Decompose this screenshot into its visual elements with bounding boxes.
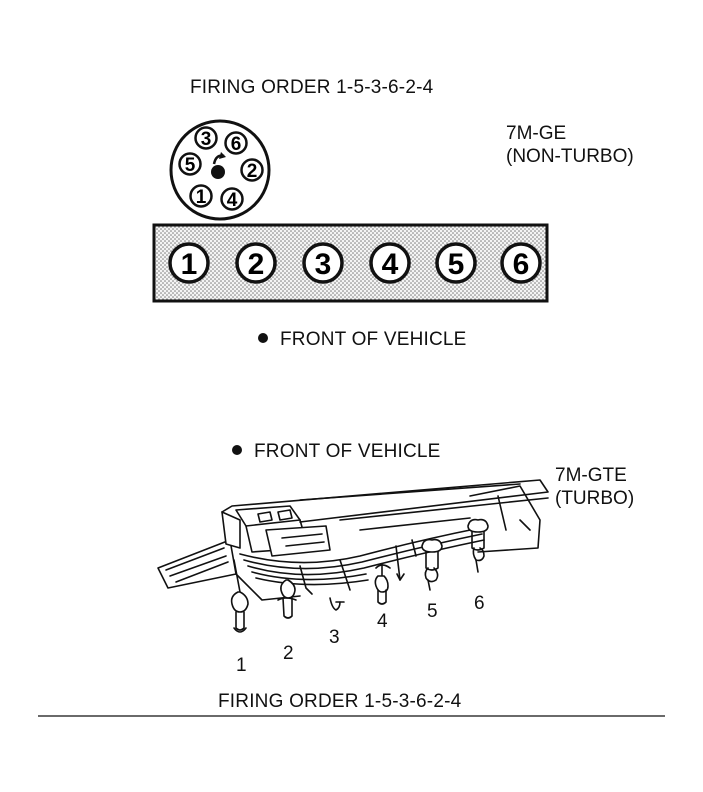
svg-text:3: 3	[201, 129, 212, 150]
coil-number: 5	[427, 601, 438, 622]
coil-number: 4	[377, 611, 388, 632]
svg-text:2: 2	[248, 248, 265, 281]
svg-text:4: 4	[227, 190, 238, 211]
distributor-cap: 3 6 5 2 1 4	[169, 119, 271, 221]
bottom-engine-line2: (TURBO)	[555, 488, 635, 509]
svg-text:1: 1	[196, 187, 207, 208]
cylinder: 4	[369, 242, 411, 284]
cylinder: 3	[302, 242, 344, 284]
top-firing-order-title: FIRING ORDER 1-5-3-6-2-4	[190, 77, 434, 98]
svg-text:1: 1	[181, 248, 198, 281]
svg-text:6: 6	[513, 248, 530, 281]
cylinder: 1	[168, 242, 210, 284]
cap-terminal: 2	[240, 158, 264, 182]
cylinder: 5	[435, 242, 477, 284]
cap-terminal: 5	[178, 152, 202, 176]
bottom-engine-line1: 7M-GTE	[555, 465, 627, 486]
rotor-center	[211, 165, 225, 179]
bottom-engine-label: 7M-GTE (TURBO)	[555, 464, 634, 510]
coil-number: 1	[236, 655, 247, 676]
top-engine-line2: (NON-TURBO)	[506, 146, 634, 167]
cap-terminal: 3	[194, 126, 218, 150]
front-arrow-icon	[258, 332, 268, 343]
cap-terminal: 6	[224, 131, 248, 155]
turbo-engine-illustration	[157, 479, 549, 633]
svg-text:5: 5	[448, 248, 465, 281]
cylinder-bank: 1 2 3 4 5 6	[152, 223, 549, 303]
svg-text:2: 2	[247, 161, 258, 182]
bottom-firing-order-title: FIRING ORDER 1-5-3-6-2-4	[218, 691, 462, 712]
front-arrow-icon	[232, 444, 242, 455]
top-engine-line1: 7M-GE	[506, 123, 567, 144]
cap-terminal: 4	[220, 187, 244, 211]
top-engine-label: 7M-GE (NON-TURBO)	[506, 122, 634, 168]
svg-text:4: 4	[382, 248, 399, 281]
cap-terminal: 1	[189, 184, 213, 208]
svg-text:3: 3	[315, 248, 332, 281]
coil-number: 2	[283, 643, 294, 664]
svg-text:5: 5	[185, 155, 196, 176]
svg-text:6: 6	[231, 134, 242, 155]
coil-number: 6	[474, 593, 485, 614]
cylinder: 6	[500, 242, 542, 284]
cylinder: 2	[235, 242, 277, 284]
coil-number: 3	[329, 627, 340, 648]
bottom-front-of-vehicle-label: FRONT OF VEHICLE	[232, 442, 441, 461]
top-front-of-vehicle-label: FRONT OF VEHICLE	[258, 330, 467, 349]
